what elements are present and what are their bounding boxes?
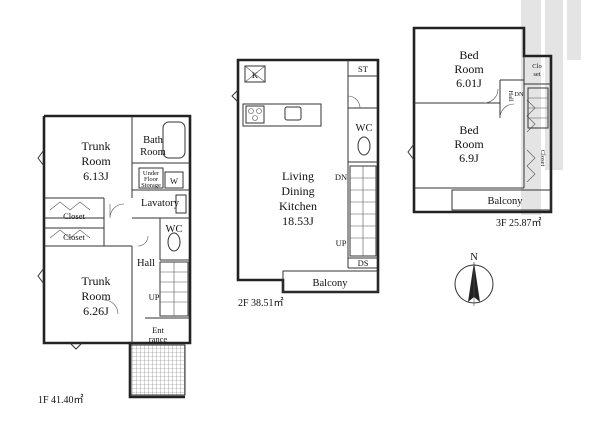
kitchen-sink [284,106,302,121]
bed-room-2-size: 6.9J [459,151,479,165]
lavatory-sink [175,194,187,214]
lavatory-label: Lavatory [141,198,180,209]
stairs-1f [159,261,189,317]
closet-3f-top-label-2: set [533,71,540,78]
storage-label: Under [143,170,160,177]
wc-2f-label: WC [356,123,373,134]
kitchen-counter [242,103,322,127]
entrance-label: Ent [152,325,164,335]
second-floor-area: 2F 38.51㎡ [238,297,284,309]
bath-room-label: Bath [143,135,164,146]
north-compass: N [454,252,494,306]
closet-3f-side-label: Closet [539,150,546,167]
storage-label-2: Floor [144,176,159,183]
wc-1f-label: WC [166,224,183,235]
bath-room-label-2: Room [140,147,166,158]
stove [245,105,265,124]
hall-3f-label: Hall [507,90,514,101]
bed-room-1-label: Bed [459,48,478,62]
second-floor-plan: Living Dining Kitchen 18.53J ST K WC DN … [231,58,380,309]
underfloor-storage-box [138,167,164,189]
washer-box [164,171,184,189]
st-label: ST [358,64,369,74]
trunk-room-1-size: 6.13J [83,169,109,183]
balcony-3f-label: Balcony [488,196,524,207]
closet-3f-top-label: Clo [532,63,541,70]
bed-room-1-size: 6.01J [456,76,482,90]
hall-1f-label: Hall [137,258,155,269]
third-floor-area: 3F 25.87㎡ [496,217,542,229]
balcony-2f-label: Balcony [313,278,349,289]
entrance-porch [130,344,186,396]
bed-room-2-label-2: Room [454,137,484,151]
trunk-room-2-label: Trunk [82,274,111,288]
first-floor-area: 1F 41.40㎡ [38,394,84,406]
balcony-3f [451,189,552,211]
storage-label-3: Storage [141,182,161,189]
entrance-label-2: rance [149,334,168,344]
trunk-room-1-label-2: Room [81,154,111,168]
watermark [521,0,581,215]
compass-label: N [470,252,478,263]
closet-b-label: Closet [63,232,85,242]
trunk-room-1-label: Trunk [82,139,111,153]
bed-room-2-label: Bed [459,123,478,137]
first-floor-plan: Trunk Room 6.13J Bath Room Under Floor S… [37,114,192,406]
k-label: K [252,70,259,80]
balcony-2f [282,270,379,293]
up-1f-label: UP [149,292,160,302]
bathtub [162,121,186,159]
third-floor-plan: Bed Room 6.01J Bed Room 6.9J Clo set Hal… [407,26,553,229]
dn-3f-label: DN [514,91,524,98]
ldk-label: Living [282,169,314,183]
closet-a-label: Closet [63,211,85,221]
stairs-2f [349,165,377,257]
washer-label: W [170,176,178,186]
up-2f-label: UP [336,238,347,248]
bed-room-1-label-2: Room [454,62,484,76]
ldk-size: 18.53J [282,214,314,228]
toilet-2f [357,136,371,156]
trunk-room-2-size: 6.26J [83,304,109,318]
toilet-1f [167,232,181,252]
ldk-label-2: Dining [281,184,314,198]
ldk-label-3: Kitchen [279,199,317,213]
ds-label: DS [358,258,369,268]
dn-2f-label: DN [335,172,347,182]
trunk-room-2-label-2: Room [81,289,111,303]
